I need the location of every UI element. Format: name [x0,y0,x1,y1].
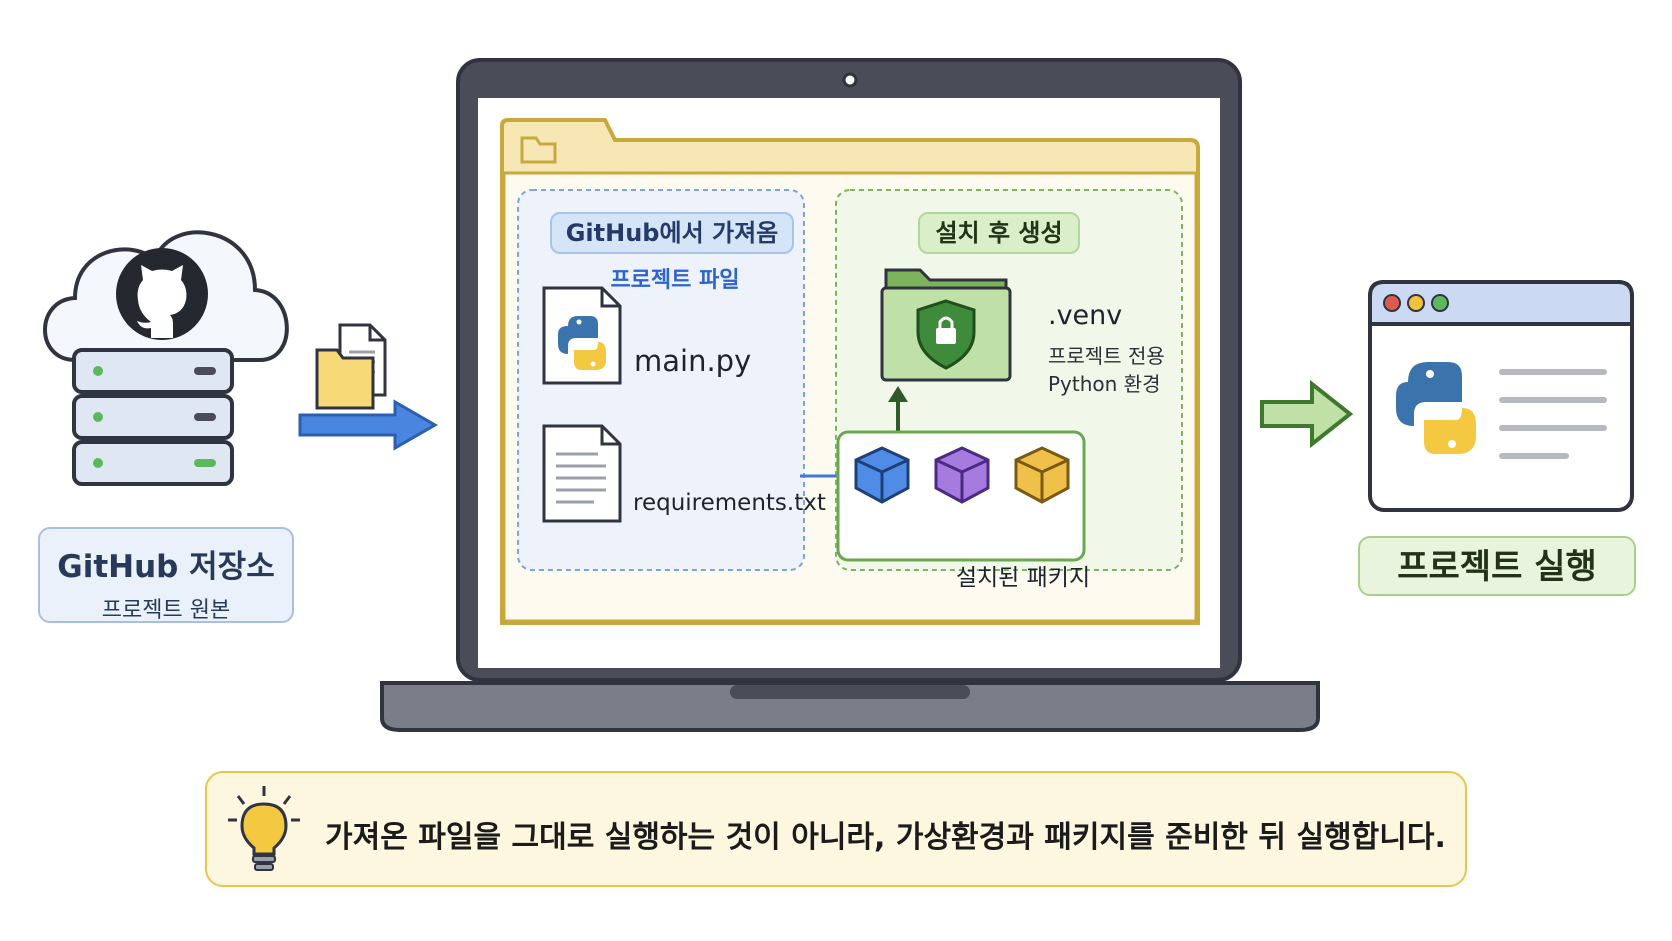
venv-name: .venv [1048,300,1123,331]
source-section-badge: GitHub에서 가져옴 [550,212,794,254]
folder-with-document-icon [315,323,387,410]
text-file-icon [542,424,622,523]
tip-text: 가져온 파일을 그대로 실행하는 것이 아니라, 가상환경과 패키지를 준비한 … [325,820,1446,855]
github-repo-subtitle: 프로젝트 원본 [101,598,231,623]
generated-section-badge: 설치 후 생성 [918,212,1080,254]
server-stack-icon [72,348,234,486]
python-logo-icon [1396,362,1476,454]
yellow-package-cube-icon [1014,446,1070,504]
lightbulb-icon [228,786,300,871]
github-cloud-server-graphic [43,230,289,486]
github-repo-title: GitHub 저장소 [57,549,275,585]
laptop-graphic [380,58,1320,732]
blue-package-cube-icon [854,446,910,504]
run-arrow-graphic [1260,379,1354,449]
right-arrow-green-icon [1260,379,1354,449]
source-section-subtitle: 프로젝트 파일 [610,268,740,293]
python-file-icon [542,286,622,385]
venv-description-line2: Python 환경 [1048,372,1161,396]
venv-description-line1: 프로젝트 전용 [1048,344,1165,368]
arrow-up-icon [888,386,908,434]
python-app-window-icon [1368,280,1634,512]
right-arrow-blue-icon [298,399,439,451]
run-project-title: 프로젝트 실행 [1397,547,1597,587]
purple-package-cube-icon [934,446,990,504]
installed-packages-label: 설치된 패키지 [955,565,1091,591]
locked-folder-icon [880,268,1012,382]
github-octocat-icon [116,248,208,340]
run-project-label: 프로젝트 실행 [1358,536,1636,596]
tip-box [205,771,1467,887]
app-window-graphic [1368,280,1634,512]
github-repo-label: GitHub 저장소 프로젝트 원본 [38,527,294,623]
transfer-graphic [298,323,439,451]
file-name-main-py: main.py [634,344,752,378]
file-name-requirements: requirements.txt [633,490,826,516]
